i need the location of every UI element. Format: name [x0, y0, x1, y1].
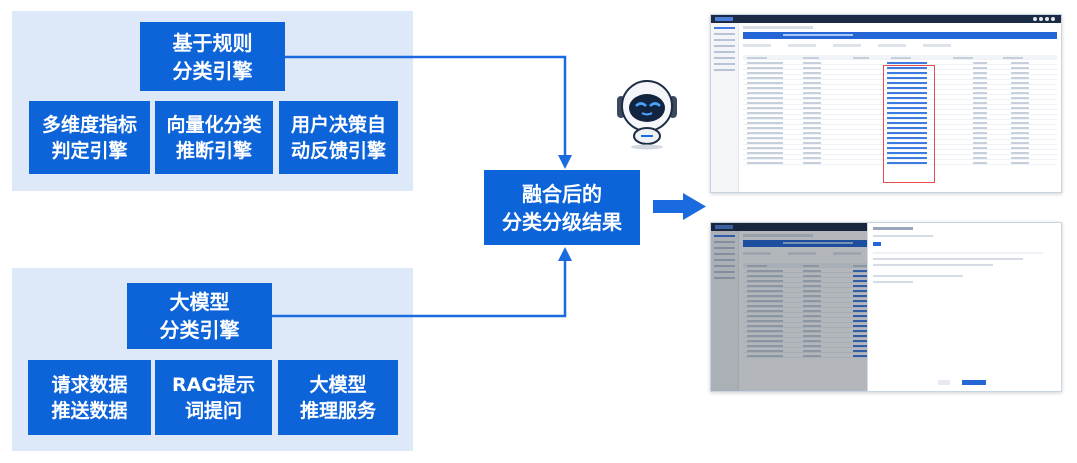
fusion-result-box: 融合后的 分类分级结果 [484, 170, 640, 245]
rule-engine-item-3: 用户决策自 动反馈引擎 [279, 101, 398, 174]
rule-engine-title: 基于规则 分类引擎 [140, 22, 285, 91]
detail-drawer [867, 223, 1061, 391]
llm-engine-item-2: RAG提示 词提问 [155, 360, 272, 435]
arrow-down-icon [558, 155, 572, 169]
llm-engine-item-1: 请求数据 推送数据 [28, 360, 151, 435]
classification-table-screenshot [710, 14, 1062, 193]
llm-to-result-connector [272, 258, 567, 318]
llm-engine-title: 大模型 分类引擎 [127, 283, 272, 349]
arrow-up-icon [558, 247, 572, 261]
classification-detail-screenshot [710, 222, 1062, 392]
arrow-right-icon [653, 193, 706, 220]
rule-engine-item-2: 向量化分类 推断引擎 [155, 101, 273, 174]
highlighted-column-box [883, 65, 935, 183]
robot-icon [617, 80, 677, 150]
rule-to-result-connector [285, 55, 567, 158]
rule-engine-item-1: 多维度指标 判定引擎 [29, 101, 150, 174]
llm-engine-item-3: 大模型 推理服务 [278, 360, 398, 435]
